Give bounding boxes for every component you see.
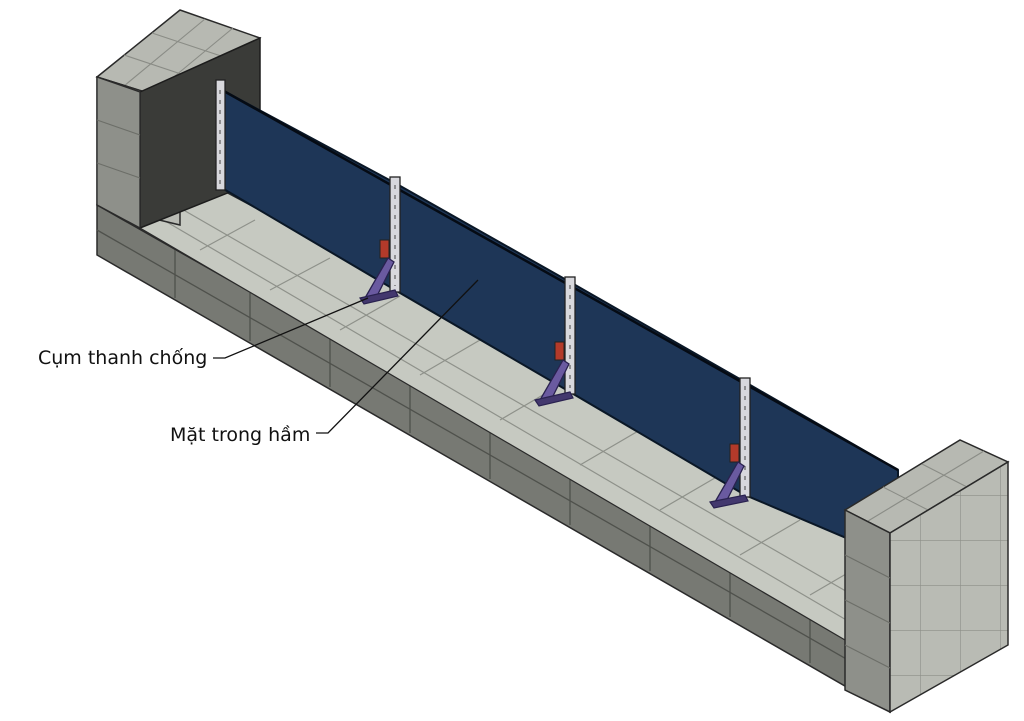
leader-line-strut [213,297,369,359]
post-3 [534,276,576,407]
post-2 [359,176,401,305]
leader-line-inner-face [316,279,479,434]
left-block-side-joints [96,119,141,179]
post-4 [709,377,751,509]
right-block-front-joints [844,554,891,669]
right-block-top-joints [867,450,985,522]
base-front-joints [96,229,891,685]
strut-assembly-label: Cụm thanh chống [38,347,208,369]
right-block-side [889,460,1009,714]
left-block-outer-side [96,76,141,230]
floor-joints [159,207,871,629]
barrier-top-edge [221,88,899,472]
inner-face-label: Mặt trong hầm [170,424,311,446]
post-1 [215,79,226,191]
